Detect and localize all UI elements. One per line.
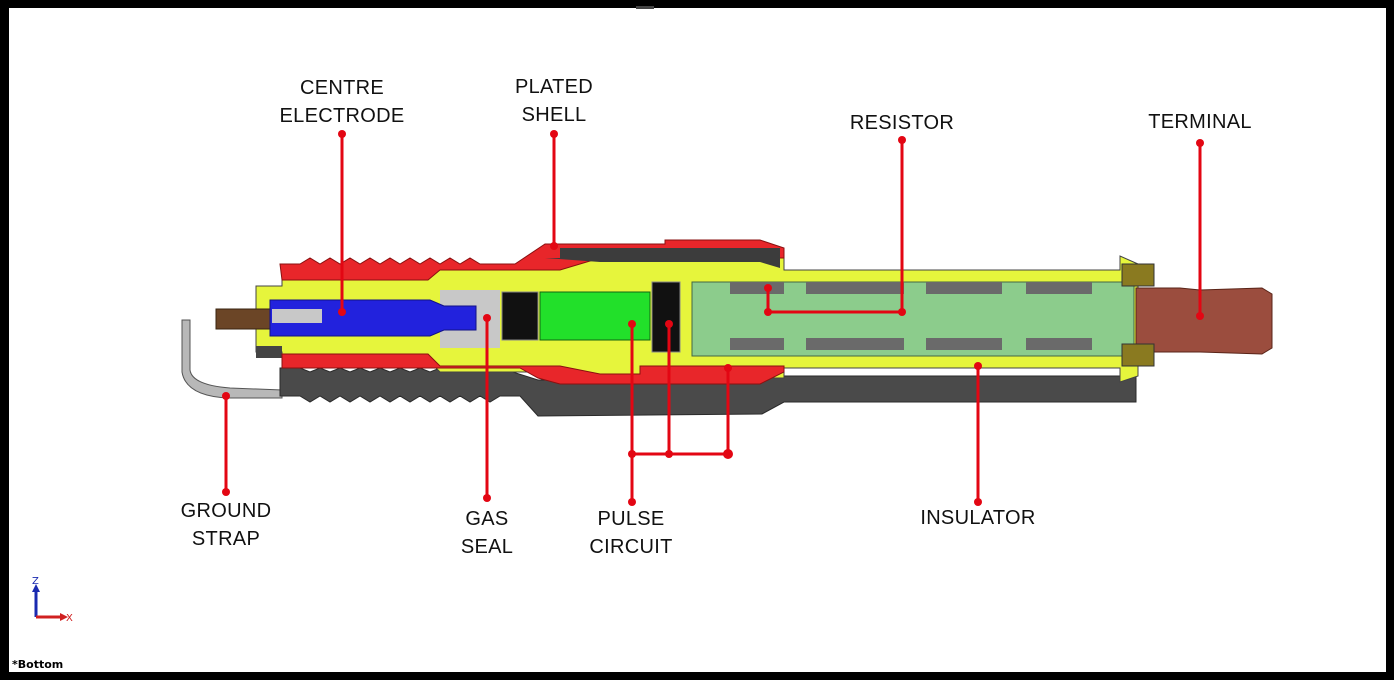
axis-triad: Z X bbox=[32, 576, 73, 624]
label-insulator: INSULATOR bbox=[920, 507, 1036, 529]
seal-block-2 bbox=[651, 281, 681, 353]
terminal-part bbox=[1135, 287, 1273, 355]
electrode-tip bbox=[215, 308, 273, 330]
label-resistor: RESISTOR bbox=[849, 112, 955, 134]
shell-groove bbox=[545, 248, 780, 268]
plated-shell-lower bbox=[281, 353, 785, 385]
view-orientation-label: *Bottom bbox=[12, 658, 64, 671]
tip-lip bbox=[256, 346, 282, 358]
terminal-nut-bottom bbox=[1121, 343, 1155, 367]
leader-lines bbox=[224, 134, 1202, 502]
top-marker bbox=[636, 6, 654, 9]
triad-x: X bbox=[66, 613, 73, 624]
terminal-nut-top bbox=[1121, 263, 1155, 287]
shell-lower-body bbox=[279, 367, 1137, 417]
leader-dots bbox=[222, 130, 1204, 506]
seal-block-1 bbox=[501, 291, 539, 341]
label-terminal: TERMINAL bbox=[1148, 111, 1252, 133]
electrode-core bbox=[272, 309, 322, 323]
triad-z: Z bbox=[32, 576, 39, 587]
